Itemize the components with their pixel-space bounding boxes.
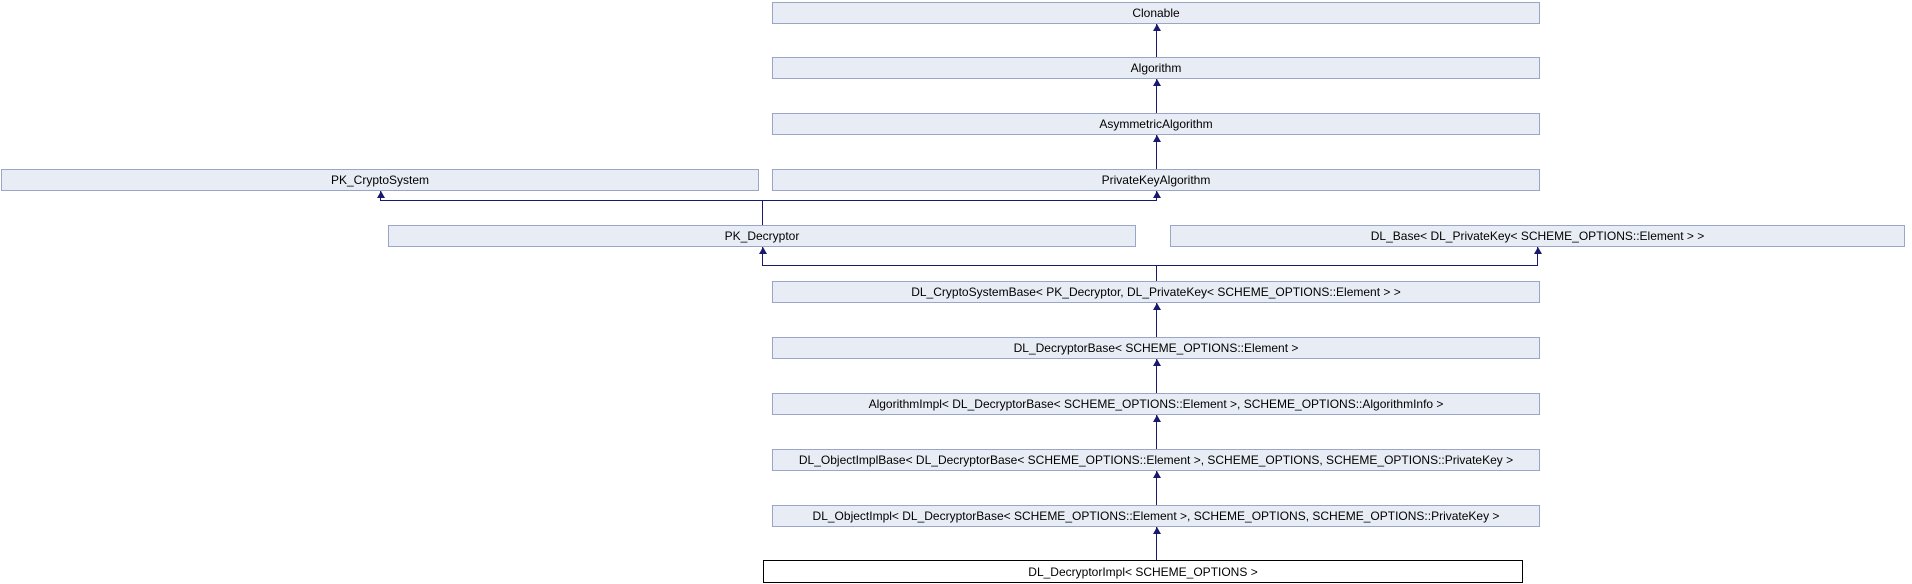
arrowhead-up-icon	[1152, 24, 1161, 31]
class-node-dl-cryptosystem-base[interactable]: DL_CryptoSystemBase< PK_Decryptor, DL_Pr…	[772, 281, 1540, 303]
arrowhead-up-icon	[1152, 135, 1161, 142]
inheritance-edge	[762, 200, 763, 225]
class-node-algorithm-impl[interactable]: AlgorithmImpl< DL_DecryptorBase< SCHEME_…	[772, 393, 1540, 415]
class-node-clonable[interactable]: Clonable	[772, 2, 1540, 24]
inheritance-edge	[1156, 79, 1157, 113]
class-node-algorithm[interactable]: Algorithm	[772, 57, 1540, 79]
arrowhead-up-icon	[1152, 303, 1161, 310]
inheritance-edge	[762, 265, 1537, 266]
arrowhead-up-icon	[1533, 247, 1542, 254]
inheritance-edge	[1156, 135, 1157, 169]
class-node-dl-object-impl[interactable]: DL_ObjectImpl< DL_DecryptorBase< SCHEME_…	[772, 505, 1540, 527]
inheritance-edge	[1156, 24, 1157, 57]
class-node-dl-base[interactable]: DL_Base< DL_PrivateKey< SCHEME_OPTIONS::…	[1170, 225, 1905, 247]
class-node-pk-decryptor[interactable]: PK_Decryptor	[388, 225, 1136, 247]
inheritance-edge	[380, 200, 1156, 201]
inheritance-edge	[1156, 415, 1157, 449]
class-node-private-key-algorithm[interactable]: PrivateKeyAlgorithm	[772, 169, 1540, 191]
arrowhead-up-icon	[758, 247, 767, 254]
class-node-dl-object-impl-base[interactable]: DL_ObjectImplBase< DL_DecryptorBase< SCH…	[772, 449, 1540, 471]
arrowhead-up-icon	[1152, 415, 1161, 422]
arrowhead-up-icon	[1152, 191, 1161, 198]
arrowhead-up-icon	[1152, 471, 1161, 478]
inheritance-edge	[1156, 359, 1157, 393]
arrowhead-up-icon	[1152, 527, 1161, 534]
inheritance-edge	[1156, 265, 1157, 281]
inheritance-edge	[1156, 527, 1157, 560]
inheritance-edge	[1156, 303, 1157, 337]
class-node-pk-cryptosystem[interactable]: PK_CryptoSystem	[1, 169, 759, 191]
inheritance-edge	[1537, 247, 1538, 266]
arrowhead-up-icon	[1152, 359, 1161, 366]
inheritance-edge	[762, 247, 763, 266]
class-node-dl-decryptor-impl[interactable]: DL_DecryptorImpl< SCHEME_OPTIONS >	[763, 560, 1523, 583]
inheritance-edge	[1156, 471, 1157, 505]
class-node-dl-decryptor-base[interactable]: DL_DecryptorBase< SCHEME_OPTIONS::Elemen…	[772, 337, 1540, 359]
arrowhead-up-icon	[376, 191, 385, 198]
arrowhead-up-icon	[1152, 79, 1161, 86]
class-node-asymmetric-algorithm[interactable]: AsymmetricAlgorithm	[772, 113, 1540, 135]
